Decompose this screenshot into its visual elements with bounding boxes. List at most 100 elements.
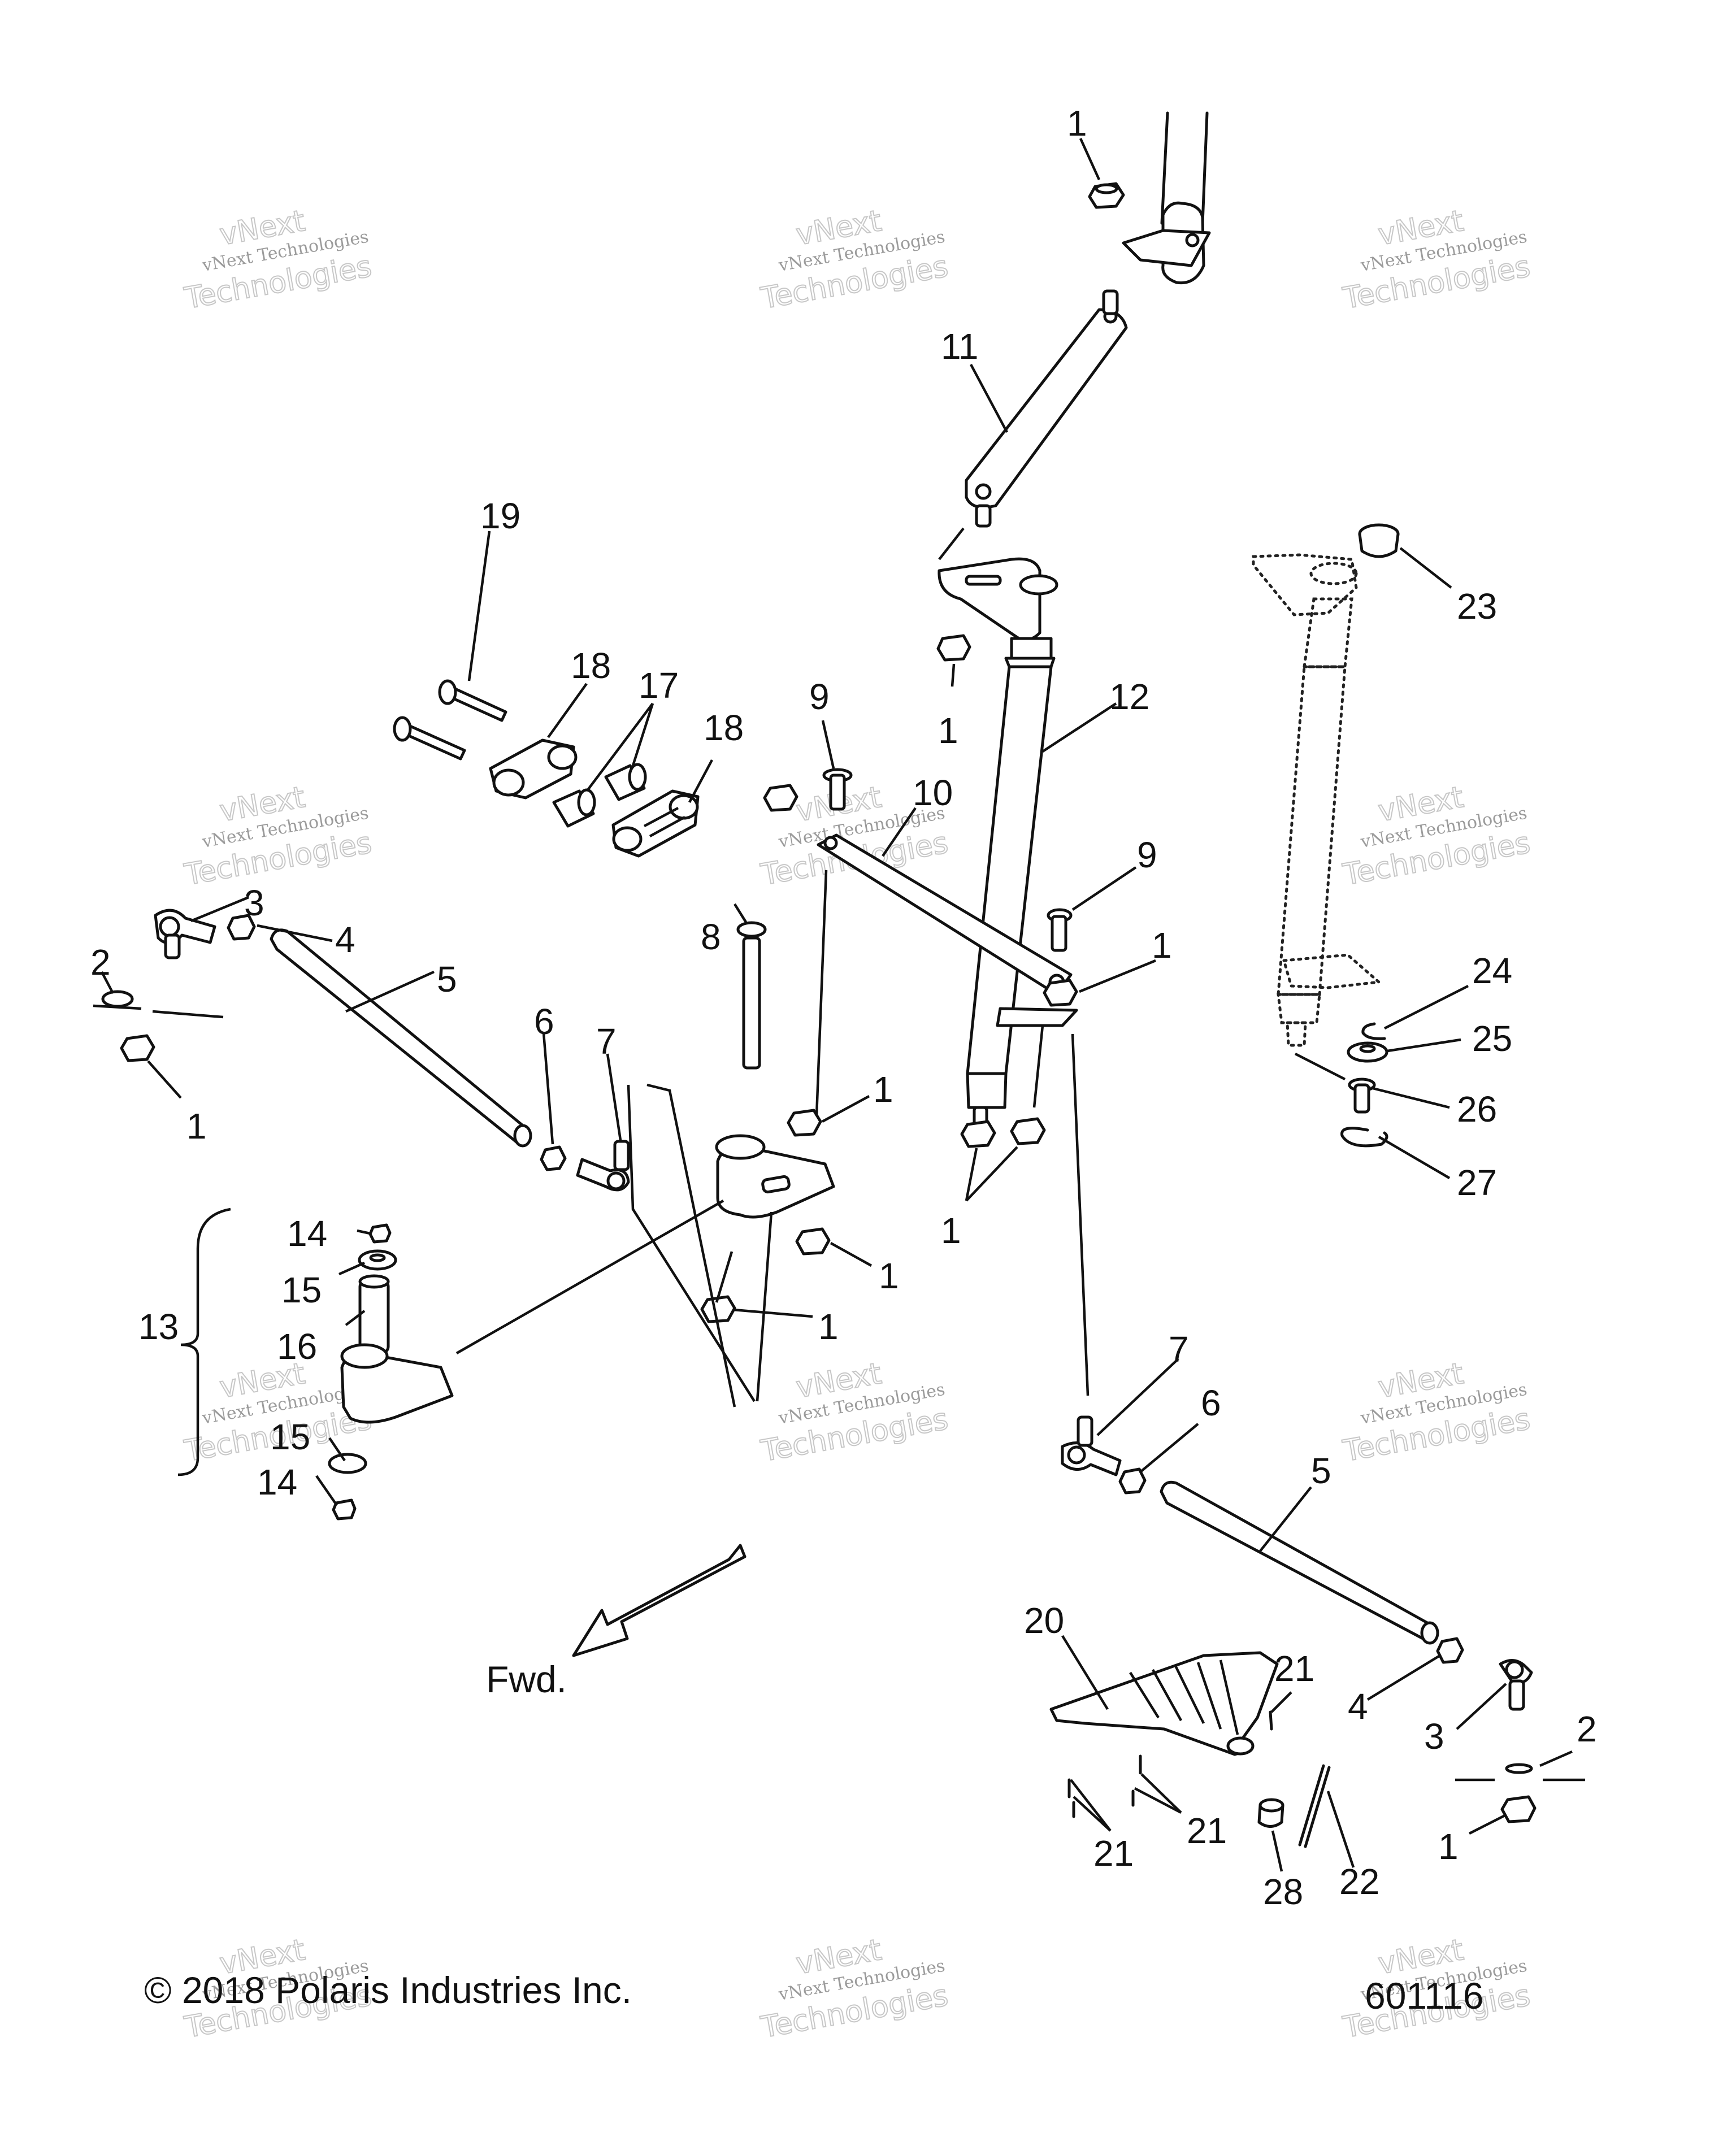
callout-5: 5	[437, 959, 457, 1000]
jam-nut-right-outer	[1436, 1637, 1464, 1664]
callout-3: 3	[1424, 1716, 1444, 1757]
washer-right	[1455, 1763, 1585, 1782]
tie-rod-left	[270, 928, 532, 1148]
pin-22	[1298, 1764, 1331, 1848]
brace-13	[177, 1207, 231, 1476]
callout-27: 27	[1457, 1162, 1497, 1203]
callout-28: 28	[1263, 1871, 1303, 1912]
nut-top	[1088, 182, 1125, 209]
idler-assembly	[328, 1223, 454, 1521]
watermark-group: vNext vNext Technologies Technologies	[758, 1932, 951, 2045]
tie-rod-end-center	[576, 1140, 630, 1192]
callout-2: 2	[1577, 1709, 1597, 1749]
pin-26	[1348, 1078, 1376, 1114]
forward-arrow-icon	[572, 1544, 747, 1657]
cover-20	[1049, 1651, 1279, 1756]
bolt-19	[393, 679, 507, 761]
callout-5: 5	[1311, 1450, 1331, 1491]
nut-column-lower	[960, 1117, 1046, 1148]
callout-26: 26	[1457, 1089, 1497, 1130]
callout-14: 14	[257, 1462, 297, 1502]
callout-19: 19	[480, 496, 520, 536]
nut-right	[1500, 1795, 1537, 1823]
callout-16: 16	[277, 1326, 317, 1367]
watermark-group: vNext vNext Technologies Technologies	[758, 203, 951, 316]
callout-1: 1	[938, 710, 958, 751]
callout-21: 21	[1093, 1833, 1134, 1874]
clamp-left	[489, 738, 578, 800]
idler-bracket	[715, 1134, 835, 1219]
callout-23: 23	[1457, 586, 1497, 627]
tie-rod-end-far-right	[1499, 1659, 1533, 1711]
watermark-group: vNext vNext Technologies Technologies	[181, 780, 375, 893]
tie-rod-end-left	[154, 909, 216, 959]
callout-24: 24	[1472, 950, 1512, 991]
callout-1: 1	[879, 1256, 899, 1296]
callout-10: 10	[913, 772, 953, 813]
callout-7: 7	[596, 1021, 617, 1062]
callout-6: 6	[1201, 1383, 1221, 1423]
callout-11: 11	[941, 326, 978, 367]
nut-bracket	[700, 1109, 831, 1323]
callout-1: 1	[1152, 925, 1172, 966]
watermark-group: vNext vNext Technologies Technologies	[758, 1356, 951, 1469]
callout-22: 22	[1339, 1861, 1379, 1902]
callout-21: 21	[1274, 1648, 1314, 1689]
tie-rod-end-right	[1061, 1415, 1122, 1476]
callout-6: 6	[534, 1001, 554, 1042]
link-arm	[965, 289, 1128, 528]
callout-1: 1	[186, 1106, 207, 1146]
callout-20: 20	[1024, 1600, 1064, 1641]
callout-15: 15	[281, 1270, 322, 1310]
callout-1: 1	[1438, 1826, 1459, 1867]
callout-17: 17	[639, 665, 679, 706]
figure-number: 601116	[1365, 1975, 1483, 2017]
callout-1: 1	[873, 1069, 893, 1110]
leader-lines	[101, 138, 1573, 1872]
nut-column-upper	[936, 634, 971, 662]
jam-nut-right	[1118, 1467, 1147, 1495]
parts-layer	[93, 111, 1585, 1848]
washer-left	[93, 990, 224, 1019]
tie-rod-right	[1160, 1480, 1439, 1645]
lower-steering-column	[938, 557, 1078, 1132]
watermark-group: vNext vNext Technologies Technologies	[1340, 780, 1533, 893]
callout-9: 9	[1137, 835, 1157, 875]
nut-column-mid	[1043, 979, 1078, 1007]
nut-left	[120, 1034, 155, 1062]
callout-labels: 1 11 1 12 23 19 18 17 18 9 10 9 1 24 25 …	[90, 103, 1597, 2017]
tie-bar	[817, 768, 1073, 996]
callout-1: 1	[941, 1210, 961, 1251]
watermark-group: vNext vNext Technologies Technologies	[1340, 1932, 1533, 2045]
callout-14: 14	[287, 1213, 327, 1254]
bushing-28	[1257, 1798, 1284, 1828]
callout-3: 3	[244, 883, 264, 923]
bolt-8	[736, 921, 767, 1070]
upper-steering-column	[1122, 111, 1211, 285]
callout-25: 25	[1472, 1018, 1512, 1059]
clamp-right	[611, 789, 700, 858]
screws-21	[1067, 1710, 1273, 1818]
callout-9: 9	[809, 676, 830, 717]
alternate-column-outline	[1252, 553, 1382, 1047]
callout-7: 7	[1169, 1329, 1189, 1370]
callout-4: 4	[335, 919, 355, 960]
callout-1: 1	[818, 1306, 839, 1347]
snap-ring-27	[1340, 1127, 1388, 1148]
watermark-group: vNext vNext Technologies Technologies	[1340, 1356, 1533, 1469]
watermark-group: vNext vNext Technologies Technologies	[181, 203, 375, 316]
callout-13: 13	[138, 1306, 179, 1347]
callout-21: 21	[1187, 1810, 1227, 1851]
washer-25	[1347, 1041, 1388, 1063]
callout-12: 12	[1109, 676, 1149, 717]
nut-tie-bar	[763, 784, 798, 812]
watermark-group: vNext vNext Technologies Technologies	[1340, 203, 1533, 316]
watermark-layer: vNext vNext Technologies Technologies vN…	[181, 203, 1533, 2045]
callout-18: 18	[571, 645, 611, 686]
bushings-17	[552, 763, 647, 828]
callout-1: 1	[1067, 103, 1087, 144]
callout-18: 18	[704, 707, 744, 748]
callout-8: 8	[701, 916, 721, 957]
jam-nut-center	[540, 1145, 567, 1171]
